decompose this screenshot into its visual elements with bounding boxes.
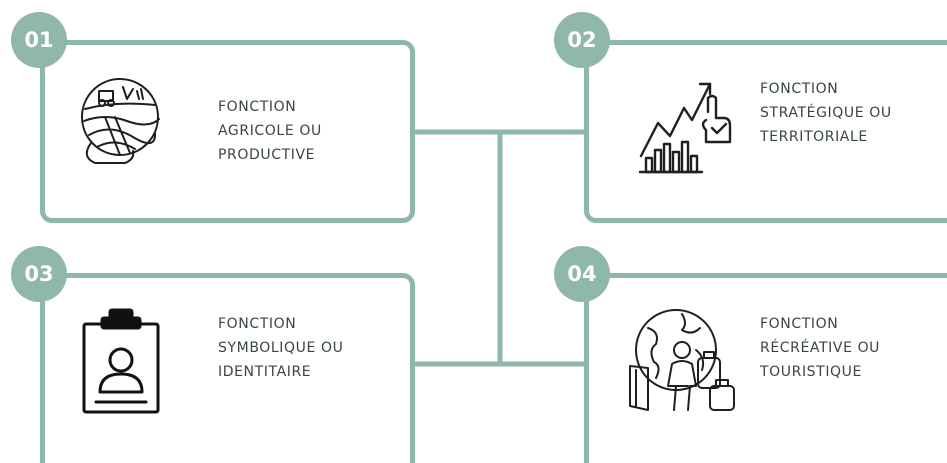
card-symbolique	[40, 273, 415, 463]
globe-traveler-icon	[629, 309, 735, 411]
label-line: TOURISTIQUE	[760, 364, 862, 380]
label-line: SYMBOLIQUE OU	[218, 340, 344, 356]
card-label-agricole: FONCTION AGRICOLE OU PRODUCTIVE	[218, 95, 322, 167]
card-number-badge: 04	[554, 246, 610, 302]
label-line: TERRITORIALE	[760, 129, 868, 145]
card-number-badge: 02	[554, 12, 610, 68]
label-line: STRATÉGIQUE OU	[760, 105, 892, 121]
card-label-symbolique: FONCTION SYMBOLIQUE OU IDENTITAIRE	[218, 312, 343, 384]
label-line: FONCTION	[760, 81, 839, 97]
label-line: IDENTITAIRE	[218, 364, 312, 380]
id-badge-icon	[82, 308, 160, 414]
card-number-badge: 01	[11, 12, 67, 68]
card-number-badge: 03	[11, 246, 67, 302]
label-line: FONCTION	[218, 316, 297, 332]
card-label-strategique: FONCTION STRATÉGIQUE OU TERRITORIALE	[760, 77, 892, 149]
farm-landscape-icon	[81, 78, 160, 164]
growth-chart-hand-icon	[638, 82, 732, 174]
label-line: PRODUCTIVE	[218, 147, 316, 163]
card-label-recreative: FONCTION RÉCRÉATIVE OU TOURISTIQUE	[760, 312, 880, 384]
label-line: FONCTION	[218, 99, 297, 115]
label-line: FONCTION	[760, 316, 839, 332]
label-line: AGRICOLE OU	[218, 123, 322, 139]
card-agricole	[40, 40, 415, 223]
label-line: RÉCRÉATIVE OU	[760, 340, 881, 356]
card-strategique	[584, 40, 947, 223]
